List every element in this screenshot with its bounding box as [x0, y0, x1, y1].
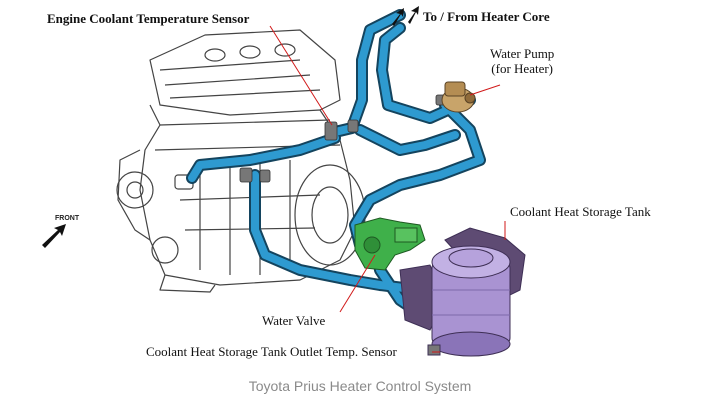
outlet-sensor-label: Coolant Heat Storage Tank Outlet Temp. S…: [146, 344, 397, 359]
water-valve-label: Water Valve: [262, 313, 326, 328]
storage-tank: [399, 227, 526, 357]
figure-caption: Toyota Prius Heater Control System: [248, 378, 472, 394]
front-label: FRONT: [55, 215, 80, 222]
heater-core-label: To / From Heater Core: [423, 9, 550, 24]
storage-tank-label: Coolant Heat Storage Tank: [510, 204, 651, 219]
engine-block: [116, 29, 366, 293]
front-arrow-icon: [42, 224, 66, 248]
water-pump-label-line1: Water Pump: [490, 46, 555, 61]
water-pump: [441, 81, 476, 113]
hose-clamps: [239, 94, 447, 183]
leader-lines: [269, 25, 506, 353]
water-pump-label: Water Pump (for Heater): [490, 46, 555, 77]
water-pump-label-line2: (for Heater): [491, 60, 554, 76]
double-arrow-icon: [392, 6, 419, 26]
water-valve: [354, 217, 426, 271]
ect-sensor-label: Engine Coolant Temperature Sensor: [47, 11, 250, 26]
